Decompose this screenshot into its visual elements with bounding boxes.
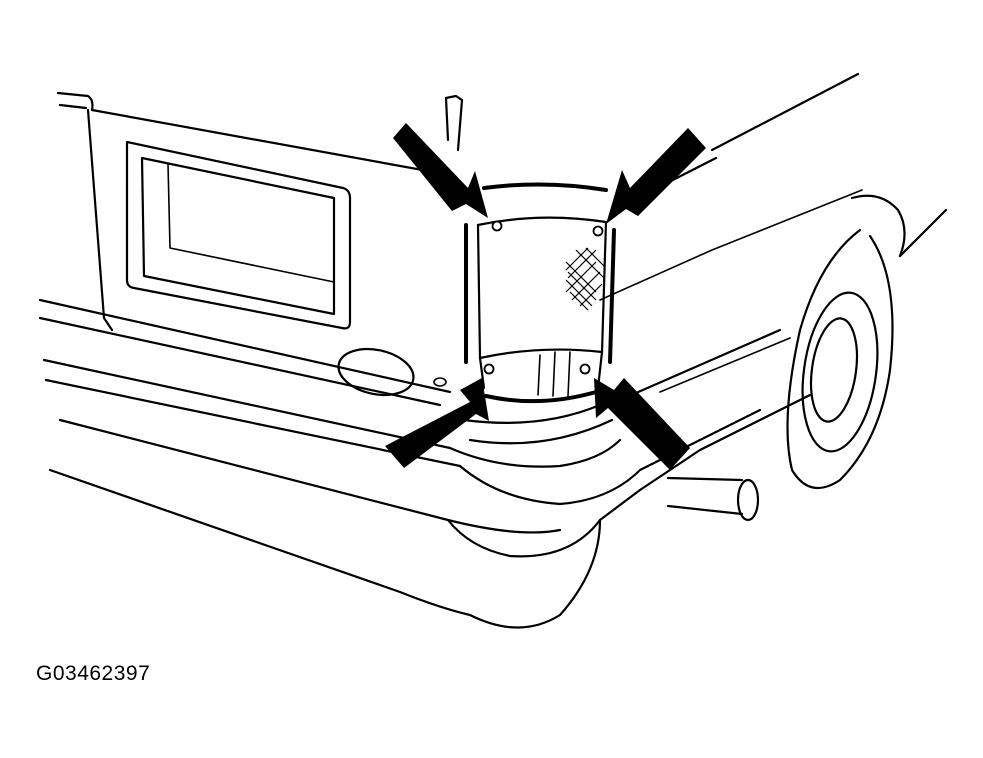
screw-hole-bottom-left bbox=[483, 363, 495, 375]
exhaust-pipe bbox=[666, 476, 760, 522]
screw-hole-bottom-right bbox=[579, 363, 591, 375]
arrow-top-right bbox=[606, 128, 706, 224]
arrow-top-left bbox=[393, 123, 488, 218]
rear-body-panel bbox=[56, 72, 863, 402]
arrow-bottom-right bbox=[594, 378, 690, 470]
callout-arrows bbox=[385, 123, 706, 470]
lens-shading bbox=[565, 247, 605, 311]
screw-hole-top-right bbox=[592, 225, 604, 237]
figure-id-label: G03462397 bbox=[36, 662, 151, 685]
arrow-bottom-left bbox=[385, 378, 489, 468]
rear-wheel bbox=[786, 194, 948, 490]
rear-bumper bbox=[38, 298, 812, 629]
tail-lamp-assembly bbox=[462, 182, 616, 445]
license-plate-recess bbox=[125, 140, 352, 330]
screw-hole-top-left bbox=[491, 220, 503, 232]
trunk-lock bbox=[337, 347, 447, 397]
